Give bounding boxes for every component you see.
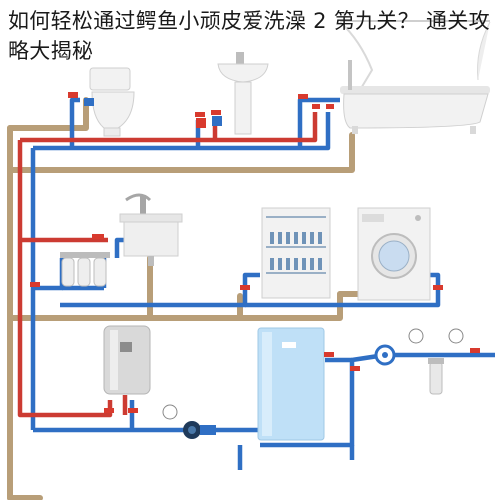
boiler-tank-icon (257, 327, 325, 441)
circulation-pump-icon (183, 421, 216, 439)
bathtub-icon (339, 20, 491, 134)
drain-pipes (7, 97, 363, 500)
pedestal-sink-icon (196, 52, 269, 135)
main-filter-icon (428, 358, 444, 395)
hot-water-pipes (17, 112, 318, 418)
water-meter-icon (374, 344, 396, 366)
kitchen-sink-icon (119, 193, 183, 266)
water-heater-icon (103, 325, 151, 395)
shutoff-valves (30, 92, 480, 413)
washing-machine-icon (357, 207, 431, 301)
toilet-icon (84, 67, 135, 137)
water-filter-icon (60, 252, 110, 287)
dishwasher-icon (261, 207, 331, 299)
pressure-gauge-icon (162, 328, 464, 420)
page-title: 如何轻松通过鳄鱼小顽皮爱洗澡 2 第九关？ 通关攻略大揭秘 (8, 9, 490, 63)
